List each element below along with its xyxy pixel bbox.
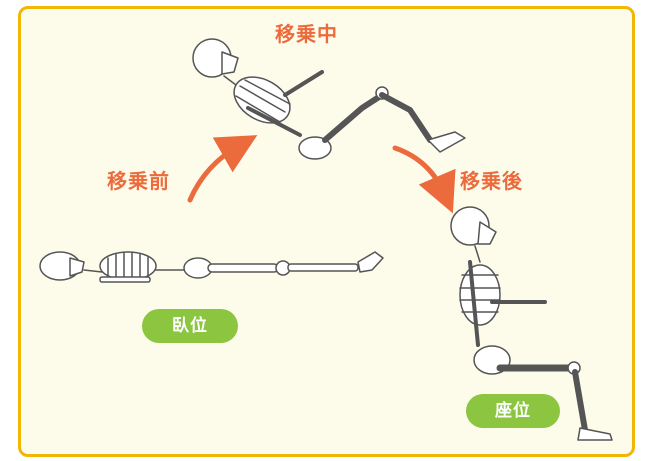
label-during: 移乗中: [275, 22, 338, 46]
skeleton-lying-icon: [39, 251, 384, 283]
label-before: 移乗前: [107, 169, 170, 193]
skeleton-sitting-icon: [450, 206, 613, 441]
label-after: 移乗後: [460, 169, 523, 193]
badge-sitting: 座位: [466, 394, 560, 428]
arrow-during-to-after: [392, 145, 456, 214]
skeleton-during-icon: [192, 38, 466, 160]
badge-lying: 臥位: [142, 309, 238, 343]
arrow-before-to-during: [187, 135, 258, 203]
diagram-frame: [18, 6, 635, 457]
